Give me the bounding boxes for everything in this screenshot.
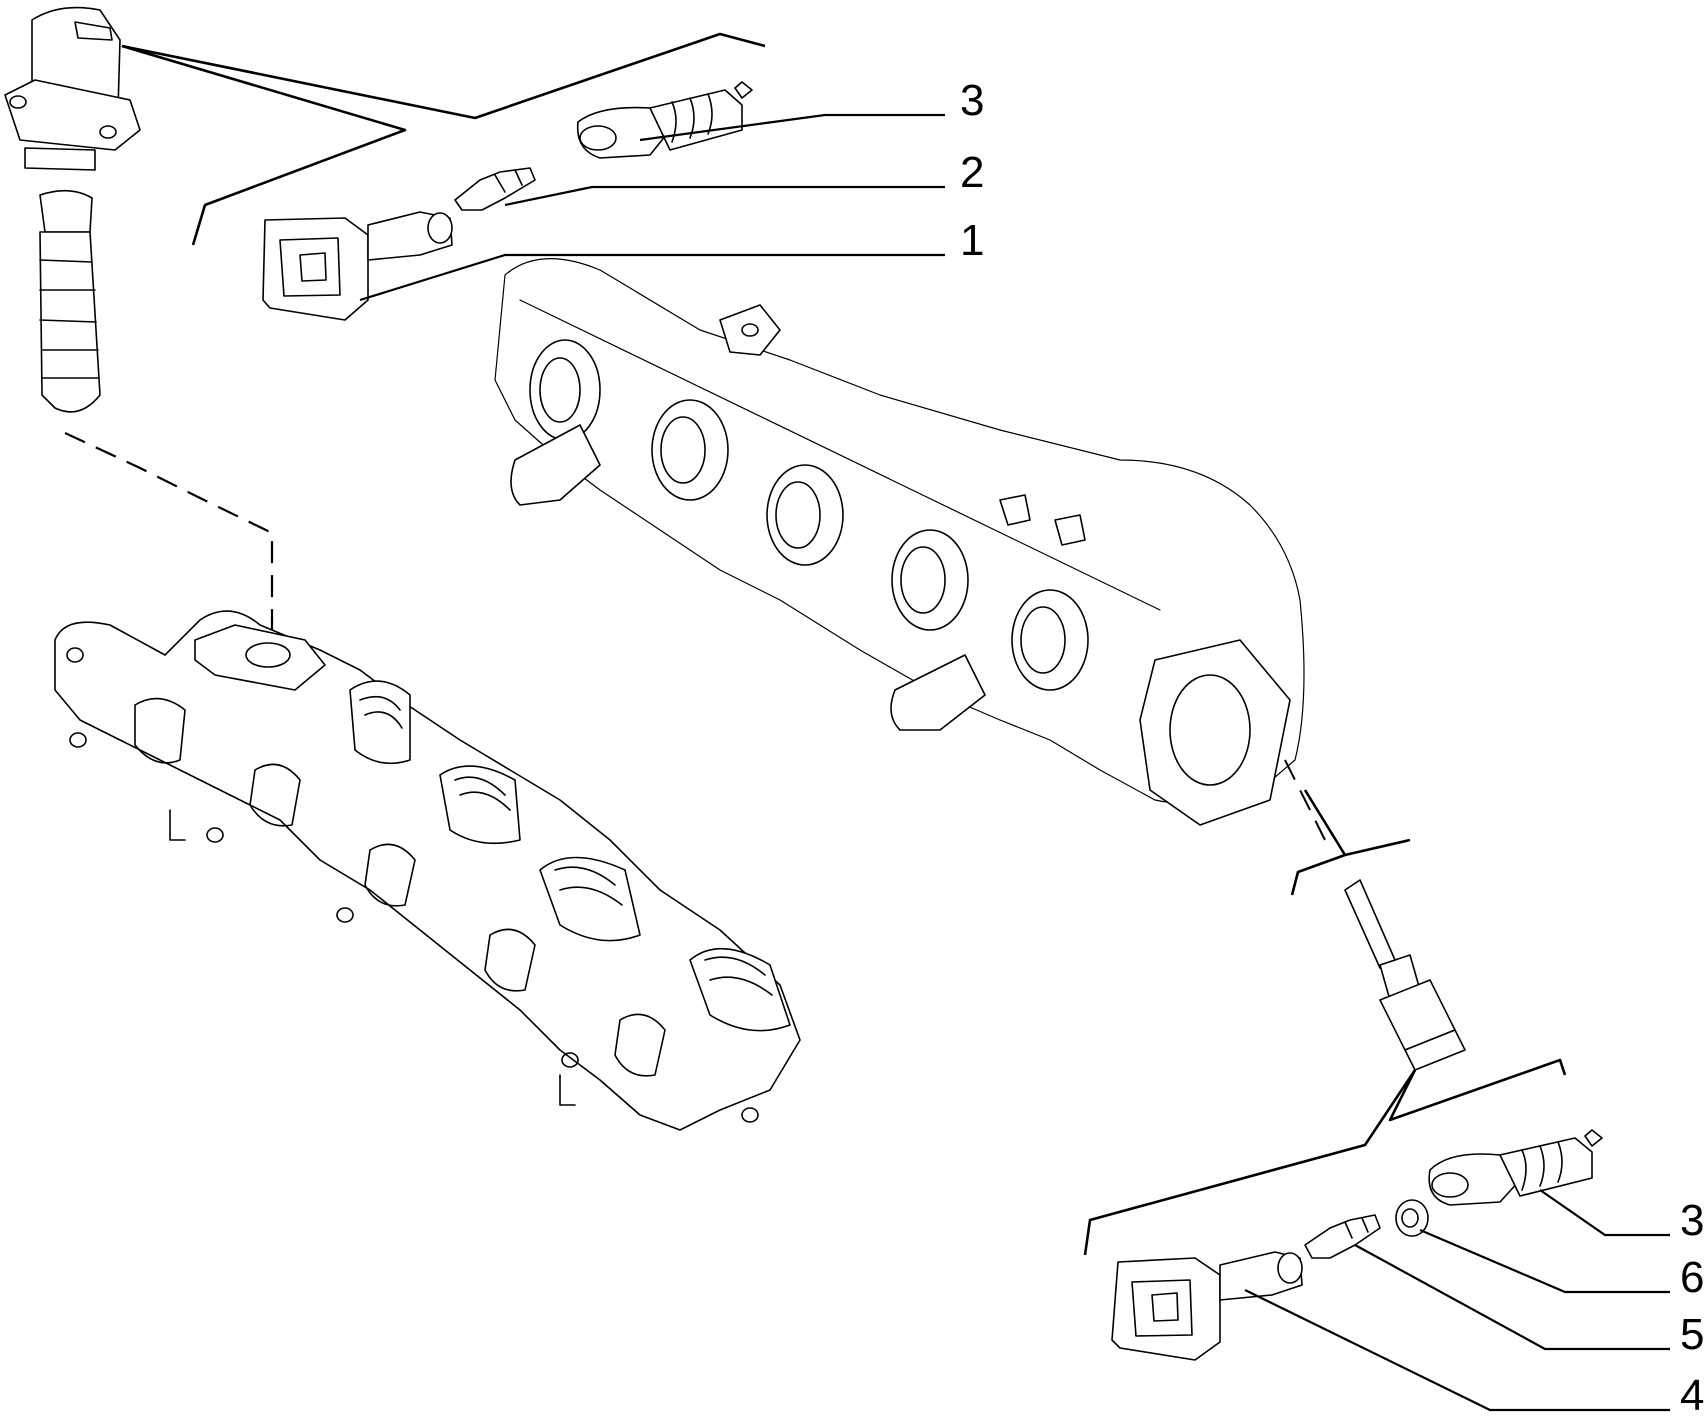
leader-bottom-3 (1539, 1189, 1670, 1237)
exhaust-port-3 (766, 464, 844, 566)
connector-housing-bottom (1111, 1251, 1303, 1361)
leader-bottom-6 (1419, 1228, 1670, 1294)
exhaust-port-2 (651, 399, 729, 501)
leader-top-2 (504, 185, 945, 207)
connector-housing-top (262, 211, 453, 321)
group-bracket-bottom (1083, 1069, 1417, 1256)
callout-top-3: 3 (960, 76, 984, 125)
exhaust-port-1 (529, 339, 601, 441)
callout-bottom-6: 6 (1680, 1253, 1704, 1302)
grommet-bottom (1395, 1199, 1429, 1237)
manifold-runner-2 (439, 765, 521, 845)
exhaust-port-4 (891, 529, 969, 631)
top-sensor-assembly (4, 6, 141, 413)
group-bracket-bottom-2 (1388, 1058, 1567, 1122)
group-bracket-middle-2 (1290, 853, 1346, 896)
exhaust-port-5 (1011, 589, 1089, 691)
leader-bottom-5 (1354, 1244, 1670, 1351)
group-bracket-middle (1303, 789, 1411, 857)
dashed-leader-lambda (1284, 759, 1326, 841)
leader-bottom-4 (1244, 1289, 1670, 1412)
callout-top-1: 1 (960, 216, 984, 265)
group-bracket-top (121, 32, 766, 120)
leader-top-3 (639, 113, 945, 142)
rubber-boot-top (576, 81, 753, 159)
group-bracket-top-2 (121, 44, 407, 246)
lambda-sensor (1344, 879, 1466, 1071)
intake-manifold (54, 610, 801, 1131)
dashed-leader-sensor (64, 432, 274, 660)
manifold-runner-1 (349, 680, 411, 765)
callout-bottom-4: 4 (1680, 1371, 1704, 1418)
leader-top-1 (359, 253, 945, 302)
callout-bottom-3: 3 (1680, 1196, 1704, 1245)
exhaust-manifold (494, 258, 1305, 826)
manifold-runner-4 (689, 947, 791, 1032)
rubber-boot-bottom (1428, 1129, 1603, 1206)
manifold-runner-3 (539, 856, 641, 942)
terminal-top (454, 167, 536, 211)
terminal-bottom (1304, 1214, 1381, 1259)
callout-bottom-5: 5 (1680, 1310, 1704, 1359)
callout-top-2: 2 (960, 148, 984, 197)
